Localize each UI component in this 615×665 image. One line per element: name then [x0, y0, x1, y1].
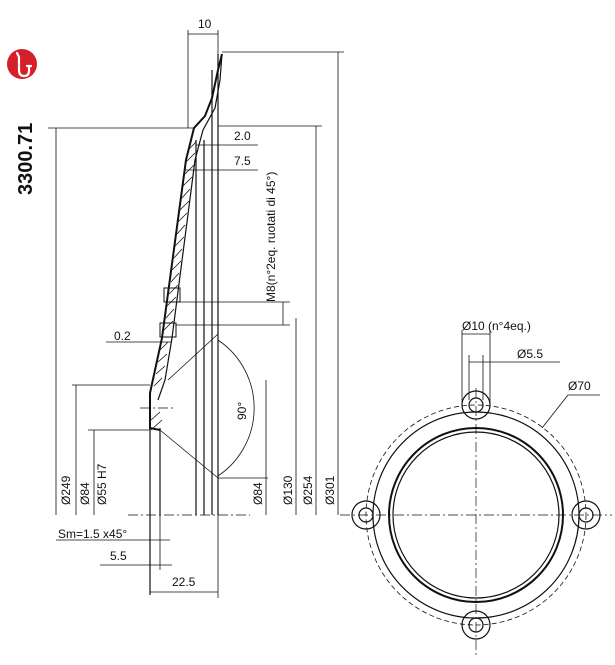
dim-top-width: 10	[198, 17, 212, 31]
thread-note: M8(n°2eq. ruotati di 45°)	[264, 172, 278, 302]
dim-angle: 90°	[235, 402, 249, 420]
dim-w225: 22.5	[172, 575, 196, 589]
mounting-hole-right	[571, 500, 601, 530]
mounting-hole-left	[351, 500, 381, 530]
cone-hatching	[150, 141, 197, 431]
product-code: 3300.71	[15, 123, 37, 195]
plan-bolt-circle: Ø70	[568, 379, 591, 393]
dim-w55: 5.5	[110, 549, 127, 563]
bore-inner	[392, 431, 560, 599]
dim-d130: Ø130	[281, 475, 295, 505]
plan-hole-pitch: Ø10 (n°4eq.)	[462, 319, 531, 333]
plan-view: Ø10 (n°4eq.) Ø5.5 Ø70	[340, 319, 612, 655]
saxophone-icon	[15, 51, 33, 78]
mounting-hole-bottom	[461, 610, 491, 640]
thread-insert-upper	[163, 287, 181, 303]
dim-d84-right: Ø84	[251, 482, 265, 505]
angle-guide-upper	[167, 333, 219, 381]
section-dimensions: 10 2.0 7.5 M8(n°2eq. ruotati di 45°) 0.2…	[48, 17, 344, 598]
dim-step-2: 2.0	[234, 129, 251, 143]
dim-d84-left: Ø84	[78, 482, 92, 505]
dim-chamfer: Sm=1.5 x45°	[58, 527, 127, 541]
plan-hole-dia: Ø5.5	[517, 347, 543, 361]
brand-logo	[7, 49, 37, 79]
bolt-circle	[365, 404, 587, 626]
angle-guide	[159, 429, 219, 479]
angle-arc	[217, 339, 255, 477]
dim-gap: 0.2	[114, 329, 131, 343]
dim-d254: Ø254	[301, 475, 315, 505]
bore-outer	[388, 427, 564, 603]
thread-insert-lower	[159, 322, 177, 338]
dim-d301: Ø301	[323, 475, 337, 505]
dim-step-75: 7.5	[234, 154, 251, 168]
dim-d55: Ø55 H7	[95, 463, 109, 505]
dim-d249: Ø249	[59, 475, 73, 505]
cone-profile	[149, 53, 223, 431]
